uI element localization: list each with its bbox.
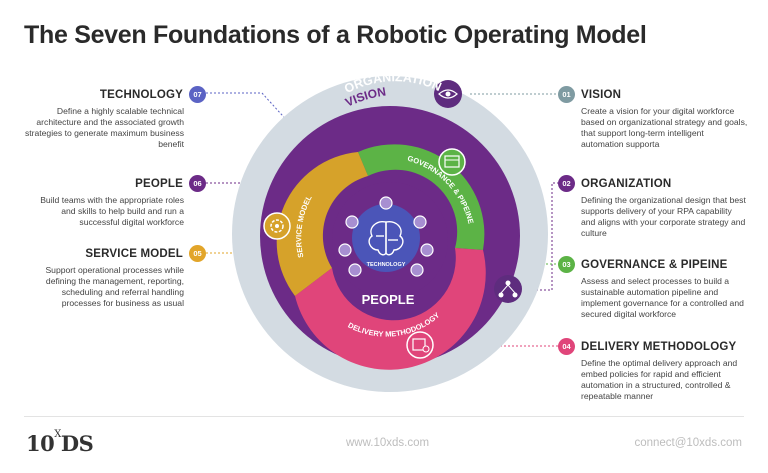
logo: 10XDS [26, 429, 94, 456]
item-people: PEOPLE 06 Build teams with the appropria… [24, 175, 206, 228]
email-link[interactable]: connect@10xds.com [634, 437, 742, 449]
item-title: TECHNOLOGY [99, 88, 183, 101]
people-node [348, 263, 362, 277]
item-number-badge: 04 [558, 338, 575, 355]
item-number-badge: 07 [189, 86, 206, 103]
item-description: Build teams with the appropriate roles a… [40, 195, 184, 227]
item-delivery: 04 DELIVERY METHODOLOGY Define the optim… [558, 338, 748, 402]
vision-eye-icon [434, 80, 462, 108]
item-description: Create a vision for your digital workfor… [581, 106, 748, 149]
item-title: SERVICE MODEL [85, 247, 183, 260]
item-title: ORGANIZATION [581, 177, 672, 190]
item-service-model: SERVICE MODEL 05 Support operational pro… [24, 245, 206, 309]
item-title: PEOPLE [135, 177, 183, 190]
people-node [413, 215, 427, 229]
item-governance: 03 GOVERNANCE & PIPEINE Assess and selec… [558, 256, 752, 320]
item-title: VISION [581, 88, 622, 101]
governance-icon [438, 148, 466, 176]
item-description: Support operational processes while defi… [45, 265, 184, 308]
people-node [345, 215, 359, 229]
delivery-arc [295, 248, 486, 370]
people-label: PEOPLE [362, 292, 415, 307]
item-description: Defining the organizational design that … [581, 195, 746, 238]
item-number-badge: 05 [189, 245, 206, 262]
people-node [379, 196, 393, 210]
people-node [410, 263, 424, 277]
technology-core-label: TECHNOLOGY [367, 262, 406, 268]
item-technology: TECHNOLOGY 07 Define a highly scalable t… [24, 86, 206, 150]
gear-icon [263, 212, 291, 240]
item-description: Define the optimal delivery approach and… [581, 358, 738, 401]
hierarchy-icon [494, 275, 522, 303]
item-number-badge: 03 [558, 256, 575, 273]
item-description: Define a highly scalable technical archi… [24, 106, 184, 149]
page-title: The Seven Foundations of a Robotic Opera… [24, 21, 647, 49]
delivery-box-icon [406, 331, 434, 359]
people-nodes [338, 196, 434, 277]
item-number-badge: 02 [558, 175, 575, 192]
people-node [420, 243, 434, 257]
brain-icon [368, 221, 404, 256]
item-description: Assess and select processes to build a s… [581, 276, 744, 319]
item-number-badge: 01 [558, 86, 575, 103]
item-title: DELIVERY METHODOLOGY [581, 340, 737, 353]
service-arc [276, 152, 368, 296]
item-title: GOVERNANCE & PIPEINE [581, 258, 728, 271]
footer-divider [24, 416, 744, 417]
item-vision: 01 VISION Create a vision for your digit… [558, 86, 748, 150]
item-number-badge: 06 [189, 175, 206, 192]
connector-technology [206, 92, 351, 191]
website-link[interactable]: www.10xds.com [346, 437, 430, 449]
people-node [338, 243, 352, 257]
item-organization: 02 ORGANIZATION Defining the organizatio… [558, 175, 748, 239]
